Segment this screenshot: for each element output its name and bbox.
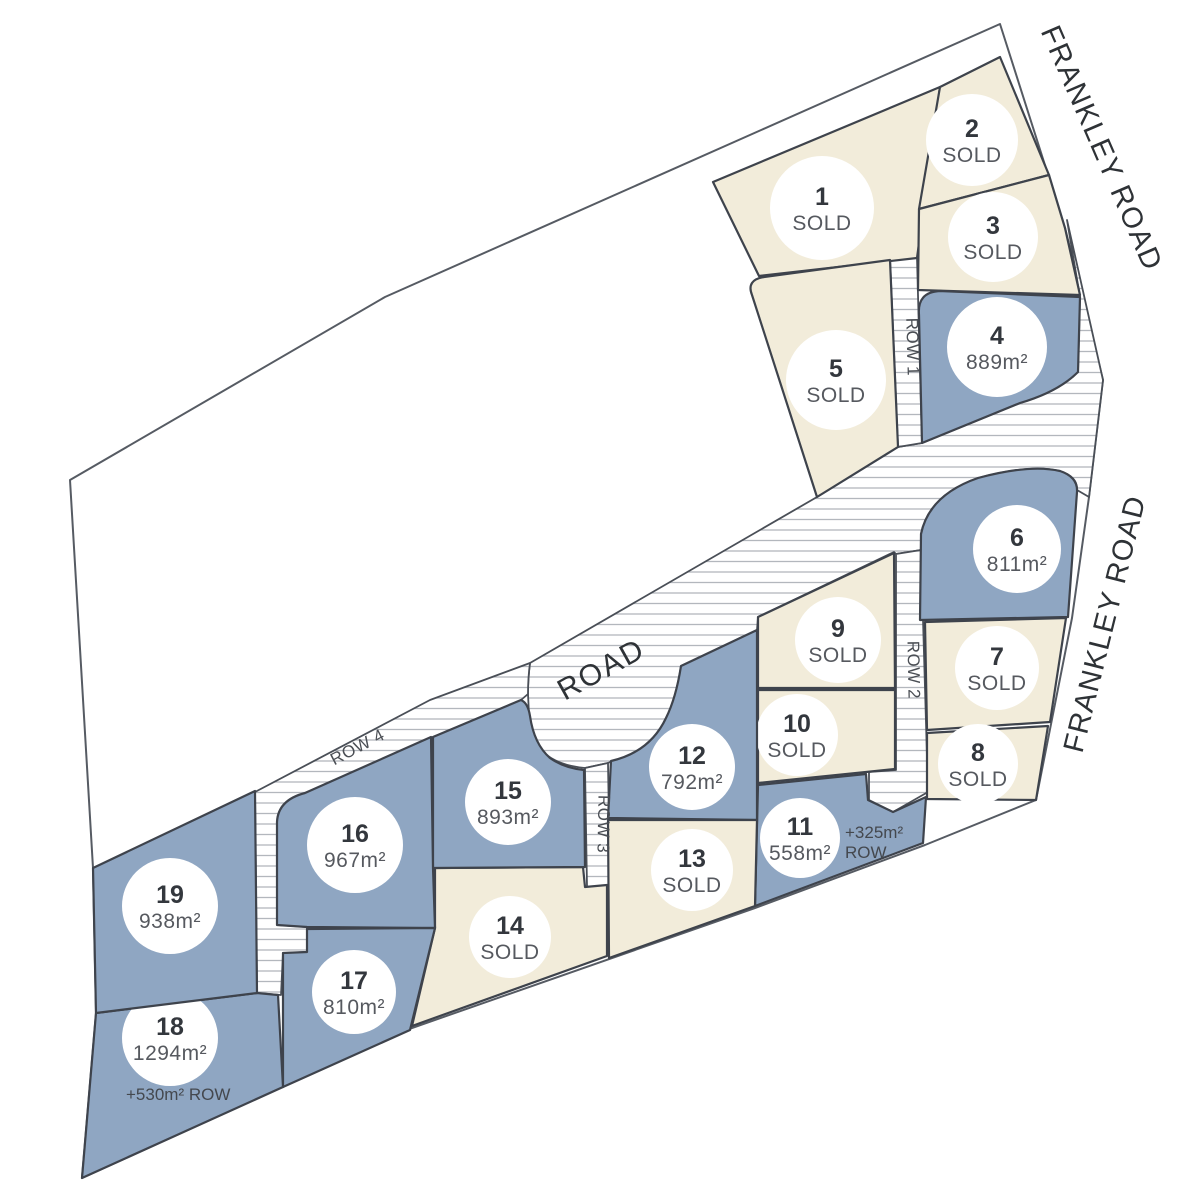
lot-1-badge xyxy=(770,156,874,260)
lot-3-number: 3 xyxy=(986,212,1000,240)
lot-6[interactable]: 6 811m² xyxy=(918,467,1079,622)
lot-12[interactable]: 12 792m² xyxy=(606,628,759,822)
lot-18-number: 18 xyxy=(156,1013,184,1041)
lots: 1 SOLD 2 SOLD 3 SOLD 4 889m² 5 SOLD xyxy=(80,55,1082,1180)
lot-7-badge xyxy=(955,626,1039,710)
lot-16-number: 16 xyxy=(341,820,369,848)
lot-8-number: 8 xyxy=(971,739,985,767)
lot-19-label: 938m² xyxy=(139,910,201,933)
lot-3[interactable]: 3 SOLD xyxy=(916,173,1082,297)
lot-19-number: 19 xyxy=(156,881,184,909)
lot-4[interactable]: 4 889m² xyxy=(917,289,1082,445)
lot-10-label: SOLD xyxy=(767,739,826,762)
lot-15-label: 893m² xyxy=(477,806,539,829)
lot-1-label: SOLD xyxy=(792,212,851,235)
lot-3-badge xyxy=(948,192,1038,282)
lot-9-number: 9 xyxy=(831,615,845,643)
lot-4-label: 889m² xyxy=(966,351,1028,374)
lot-15[interactable]: 15 893m² xyxy=(431,698,587,870)
lot-19[interactable]: 19 938m² xyxy=(91,789,259,1015)
lot-13[interactable]: 13 SOLD xyxy=(606,818,759,960)
row-2-label: ROW 2 xyxy=(903,641,923,700)
lot-5-number: 5 xyxy=(829,355,843,383)
lot-6-badge xyxy=(973,505,1061,593)
lot-18-label: 1294m² xyxy=(133,1042,207,1065)
lot-1[interactable]: 1 SOLD xyxy=(711,85,942,278)
lot-8[interactable]: 8 SOLD xyxy=(925,724,1050,804)
lot-15-number: 15 xyxy=(494,777,522,805)
lot-2-badge xyxy=(926,94,1018,186)
lot-14[interactable]: 14 SOLD xyxy=(410,865,609,1028)
lot-9[interactable]: 9 SOLD xyxy=(756,551,897,690)
lot-2-label: SOLD xyxy=(942,144,1001,167)
lot-11-note-line2: ROW xyxy=(845,843,887,862)
lot-17-label: 810m² xyxy=(323,996,385,1019)
lot-15-badge xyxy=(465,759,551,845)
lot-12-label: 792m² xyxy=(661,771,723,794)
lot-7[interactable]: 7 SOLD xyxy=(923,616,1068,732)
lot-7-label: SOLD xyxy=(967,672,1026,695)
lot-17[interactable]: 17 810m² xyxy=(281,926,437,1089)
lot-9-label: SOLD xyxy=(808,644,867,667)
lot-3-label: SOLD xyxy=(963,241,1022,264)
lot-5-badge xyxy=(786,330,886,430)
lot-7-number: 7 xyxy=(990,643,1004,671)
lot-10-number: 10 xyxy=(783,710,811,738)
lot-5[interactable]: 5 SOLD xyxy=(749,258,900,499)
row-1-label: ROW 1 xyxy=(902,318,923,377)
lot-1-number: 1 xyxy=(815,183,829,211)
lot-10-badge xyxy=(756,694,838,776)
lot-19-badge xyxy=(122,858,218,954)
lot-13-badge xyxy=(651,829,733,911)
lot-11-note-line1: +325m² xyxy=(845,823,903,842)
lot-16-label: 967m² xyxy=(324,849,386,872)
lot-14-label: SOLD xyxy=(480,941,539,964)
lot-12-badge xyxy=(649,724,735,810)
lot-12-number: 12 xyxy=(678,742,706,770)
lot-11-badge xyxy=(760,798,840,878)
lot-6-number: 6 xyxy=(1010,524,1024,552)
lot-17-number: 17 xyxy=(340,967,368,995)
lot-6-label: 811m² xyxy=(987,553,1047,576)
lot-18[interactable]: 18 1294m² +530m² ROW xyxy=(80,990,285,1180)
row-3-label: ROW 3 xyxy=(593,795,613,854)
lot-13-label: SOLD xyxy=(662,874,721,897)
lot-5-label: SOLD xyxy=(806,384,865,407)
lot-10[interactable]: 10 SOLD xyxy=(756,688,897,785)
lot-18-badge xyxy=(122,990,218,1086)
lot-11-label: 558m² xyxy=(769,842,831,865)
lot-16[interactable]: 16 967m² xyxy=(275,735,437,930)
lot-11-number: 11 xyxy=(787,813,814,841)
lot-14-badge xyxy=(469,896,551,978)
lot-9-badge xyxy=(795,597,881,683)
lot-2-number: 2 xyxy=(965,115,979,143)
lot-18-note: +530m² ROW xyxy=(126,1085,230,1104)
lot-4-badge xyxy=(947,297,1047,397)
lot-17-badge xyxy=(312,950,396,1034)
lot-13-number: 13 xyxy=(678,845,706,873)
lot-8-badge xyxy=(938,724,1018,804)
lot-16-badge xyxy=(307,797,403,893)
lot-14-number: 14 xyxy=(496,912,524,940)
lot-8-label: SOLD xyxy=(948,768,1007,791)
lot-4-number: 4 xyxy=(990,322,1004,350)
lot-11[interactable]: 11 558m² +325m² ROW xyxy=(753,772,928,908)
